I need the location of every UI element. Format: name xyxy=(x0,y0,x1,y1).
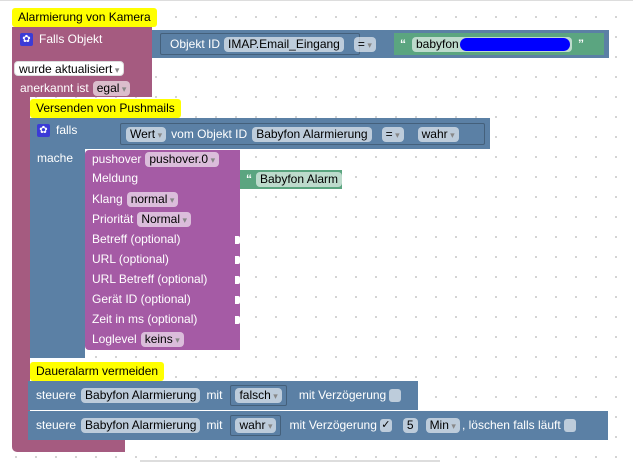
message-label: Meldung xyxy=(92,171,139,185)
if-block-body xyxy=(30,148,85,358)
object-id-field[interactable]: IMAP.Email_Eingang xyxy=(224,36,344,52)
delay-label: mit Verzögerung xyxy=(289,418,377,432)
operator-dropdown[interactable]: = xyxy=(353,36,376,52)
if-operator-dropdown[interactable]: = xyxy=(381,126,404,142)
url-title-label: URL Betreff (optional) xyxy=(92,272,208,286)
compare-value-dropdown[interactable]: wahr xyxy=(417,126,459,142)
comment-pushmails[interactable]: Versenden von Pushmails xyxy=(30,99,181,118)
delay-checkbox[interactable] xyxy=(389,388,402,402)
control-label: steuere xyxy=(36,418,77,432)
trigger-block-body xyxy=(12,95,30,445)
url-label: URL (optional) xyxy=(92,252,169,266)
quote-close-icon: ” xyxy=(578,37,584,51)
input-connector xyxy=(235,256,240,264)
subject-label: Betreff (optional) xyxy=(92,232,181,246)
input-connector xyxy=(235,296,240,304)
control-object-field[interactable]: Babyfon Alarmierung xyxy=(81,417,201,433)
get-value-block[interactable] xyxy=(120,123,485,145)
if-object-field[interactable]: Babyfon Alarmierung xyxy=(252,126,372,142)
trigger-block-bottom xyxy=(12,440,125,452)
delay-label: mit Verzögerung xyxy=(298,388,387,402)
input-connector xyxy=(235,236,240,244)
pushover-block[interactable] xyxy=(85,150,240,350)
priority-dropdown[interactable]: Normal xyxy=(137,211,192,227)
checkmark-icon: ✓ xyxy=(381,418,391,431)
quote-open-icon: “ xyxy=(400,37,406,51)
clear-label: , löschen falls läuft xyxy=(461,418,561,432)
gear-icon[interactable]: ✿ xyxy=(37,123,50,137)
unit-dropdown[interactable]: Min xyxy=(425,417,460,433)
loglevel-dropdown[interactable]: keins xyxy=(140,331,184,347)
with-label: mit xyxy=(206,418,223,432)
loglevel-label: Loglevel xyxy=(92,332,137,346)
value-dropdown[interactable]: Wert xyxy=(126,126,167,142)
sound-label: Klang xyxy=(92,192,123,206)
control-label: steuere xyxy=(36,388,77,402)
from-label: vom Objekt ID xyxy=(171,127,248,141)
control-object-field[interactable]: Babyfon Alarmierung xyxy=(81,387,201,403)
with-label: mit xyxy=(206,388,223,402)
comment-alarmierung[interactable]: Alarmierung von Kamera xyxy=(12,8,157,27)
quote-open-icon: “ xyxy=(246,172,252,186)
input-connector xyxy=(235,316,240,324)
event-dropdown[interactable]: wurde aktualisiert xyxy=(14,60,125,76)
pushover-label: pushover xyxy=(92,152,142,166)
text-field[interactable]: babyfon xyxy=(412,36,572,52)
value-dropdown[interactable]: wahr xyxy=(235,417,277,433)
delay-field[interactable]: 5 xyxy=(402,417,418,433)
message-field[interactable]: Babyfon Alarm xyxy=(256,171,343,187)
time-label: Zeit in ms (optional) xyxy=(92,312,198,326)
device-label: Gerät ID (optional) xyxy=(92,292,191,306)
priority-label: Priorität xyxy=(92,212,134,226)
comment-daueralarm[interactable]: Daueralarm vermeiden xyxy=(30,362,165,381)
sound-dropdown[interactable]: normal xyxy=(126,191,179,207)
do-label: mache xyxy=(37,151,74,165)
horizontal-scrollbar[interactable] xyxy=(140,460,440,462)
redaction-mark xyxy=(460,37,570,51)
clear-checkbox[interactable] xyxy=(563,418,576,432)
object-id-label: Objekt ID xyxy=(170,37,221,51)
trigger-label: Falls Objekt xyxy=(39,32,103,46)
input-connector xyxy=(235,276,240,284)
value-dropdown[interactable]: falsch xyxy=(235,387,282,403)
ack-label: anerkannt ist xyxy=(20,81,89,95)
instance-dropdown[interactable]: pushover.0 xyxy=(145,151,220,167)
quote-close-icon: ” xyxy=(346,172,353,186)
delay-checkbox[interactable]: ✓ xyxy=(379,418,392,432)
gear-icon[interactable]: ✿ xyxy=(20,32,33,46)
ack-dropdown[interactable]: egal xyxy=(92,80,131,96)
if-label: falls xyxy=(56,123,78,137)
